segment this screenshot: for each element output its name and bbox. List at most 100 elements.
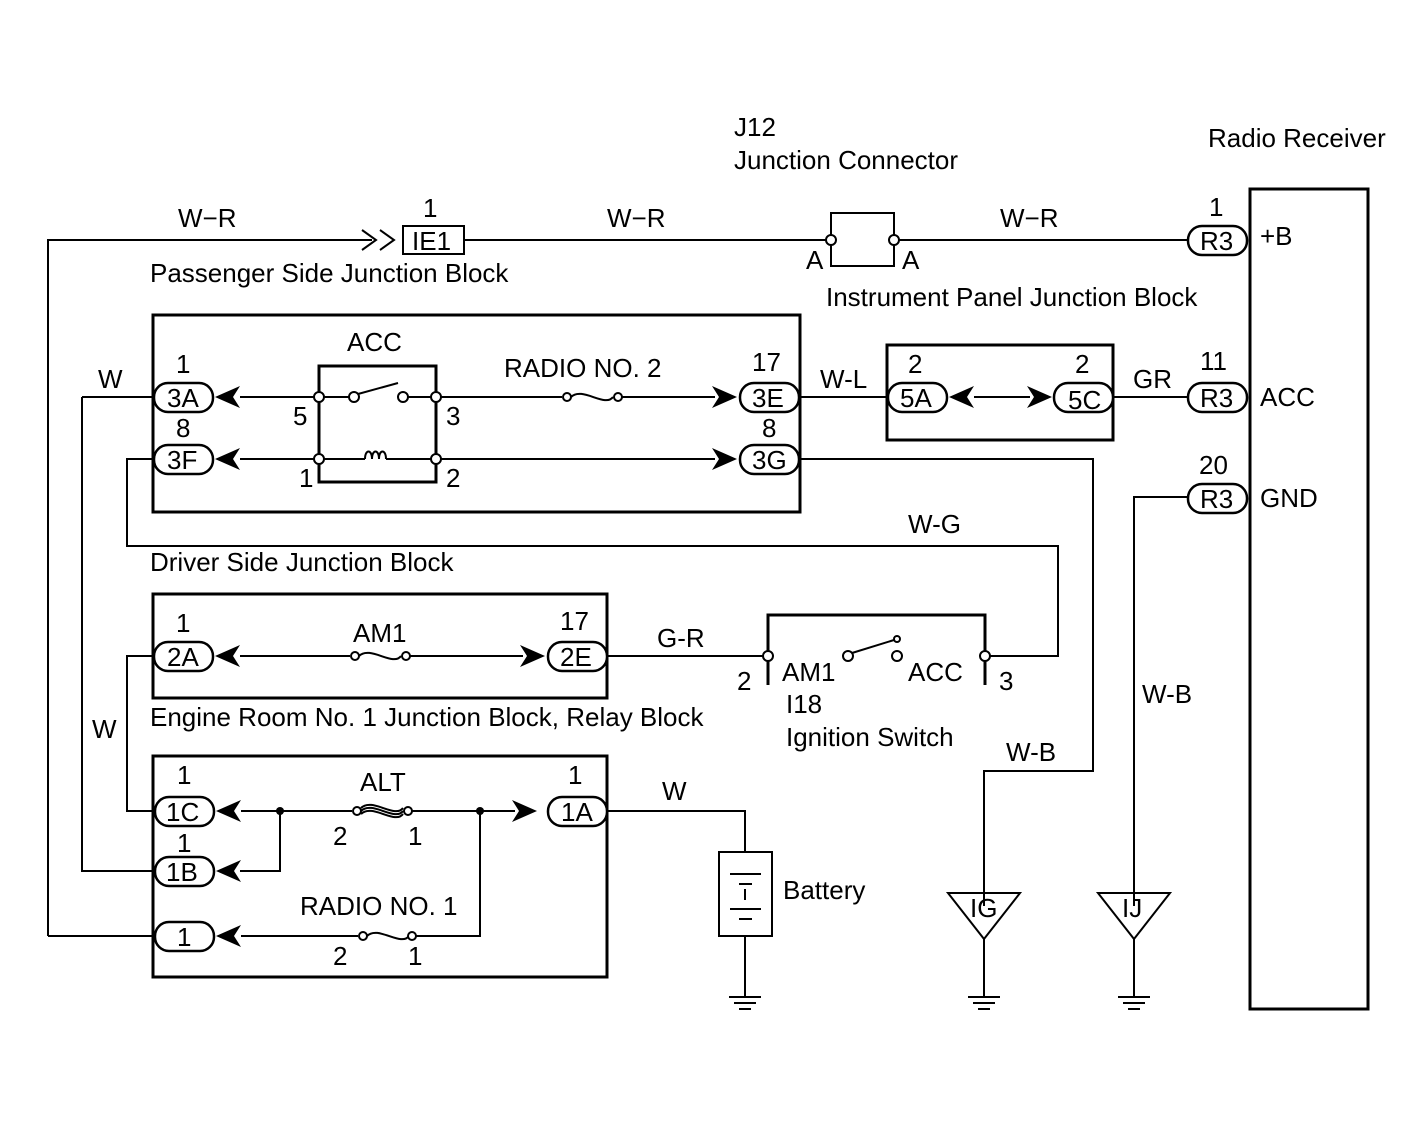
connector-2e-label: 2E bbox=[560, 642, 592, 672]
passenger-junction-block: W 3A 1 ACC 5 3 RADIO NO. 2 3E 17 3F 8 bbox=[81, 313, 1094, 906]
connector-3f-label: 3F bbox=[167, 445, 197, 475]
connector-1c-label: 1C bbox=[166, 797, 199, 827]
r3-pin11-number: 11 bbox=[1200, 346, 1227, 376]
wire-color-g-r: G-R bbox=[657, 623, 705, 653]
wire-color-w-1: W bbox=[98, 364, 123, 394]
connector-2a bbox=[152, 640, 215, 673]
connector-1 bbox=[153, 920, 216, 953]
r3-pin20-number: 20 bbox=[1199, 450, 1228, 480]
alt-fuse-label: ALT bbox=[360, 767, 406, 797]
connector-3a bbox=[152, 381, 215, 414]
radio-receiver-label: Radio Receiver bbox=[1208, 123, 1386, 153]
ignition-name: Ignition Switch bbox=[786, 722, 954, 752]
connector-3e bbox=[738, 381, 801, 414]
ground-ij-label: IJ bbox=[1122, 893, 1142, 923]
ignition-switch: AM1 ACC 2 3 bbox=[737, 613, 1013, 696]
driver-jb-label: Driver Side Junction Block bbox=[150, 547, 454, 577]
relay-pin-3: 3 bbox=[446, 401, 460, 431]
wire-color-w-2: W bbox=[92, 714, 117, 744]
wire-color-gr: GR bbox=[1133, 364, 1172, 394]
engine-jb-label: Engine Room No. 1 Junction Block, Relay … bbox=[150, 702, 704, 732]
pin-5c-number: 2 bbox=[1075, 349, 1089, 379]
gnd-circuit: R3 20 W-B W-B bbox=[1006, 450, 1249, 906]
connector-2a-label: 2A bbox=[167, 642, 199, 672]
connector-3g-label: 3G bbox=[752, 445, 787, 475]
alt-pin-2: 2 bbox=[333, 821, 347, 851]
wire-color-w-3: W bbox=[662, 776, 687, 806]
acc-relay-label: ACC bbox=[347, 327, 402, 357]
r3-pin1-number: 1 bbox=[1209, 192, 1223, 222]
ignition-code: I18 bbox=[786, 689, 822, 719]
pin-3e-number: 17 bbox=[752, 347, 781, 377]
r3-pin20-label: R3 bbox=[1200, 484, 1233, 514]
pin-2e-number: 17 bbox=[560, 606, 589, 636]
terminal-gnd: GND bbox=[1260, 483, 1318, 513]
j12-pin-a-left: A bbox=[806, 245, 824, 275]
wire-color-wl: W-L bbox=[820, 364, 867, 394]
connector-5c-label: 5C bbox=[1068, 385, 1101, 415]
r3-pin11-label: R3 bbox=[1200, 383, 1233, 413]
lower-fuse-block: 1C 1 ALT 2 1 1A 1 1B 1 1 RADIO NO. 1 bbox=[48, 754, 609, 979]
j12-connector bbox=[830, 212, 895, 267]
j12-name: Junction Connector bbox=[734, 145, 958, 175]
battery-label: Battery bbox=[783, 875, 865, 905]
instrument-panel-junction-block: W-L 5A 2 5C 2 GR R3 11 bbox=[800, 343, 1249, 442]
r3-pin11-connector bbox=[1186, 381, 1249, 414]
wire-color-wg: W-G bbox=[908, 509, 961, 539]
pin-3a-number: 1 bbox=[176, 349, 190, 379]
wire-color-wr-1: W−R bbox=[178, 203, 237, 233]
connector-3g bbox=[738, 443, 801, 476]
am1-fuse-label: AM1 bbox=[353, 618, 406, 648]
relay-pin-5: 5 bbox=[293, 401, 307, 431]
r3-pin1-connector bbox=[1186, 224, 1249, 257]
connector-3a-label: 3A bbox=[167, 383, 199, 413]
connector-5a bbox=[886, 381, 949, 414]
connector-1-label: 1 bbox=[177, 922, 191, 952]
j12-code: J12 bbox=[734, 112, 776, 142]
r3-pin1-label: R3 bbox=[1200, 226, 1233, 256]
pin-5a-number: 2 bbox=[908, 349, 922, 379]
j12-pin-a-right: A bbox=[902, 245, 920, 275]
wire-color-wr-3: W−R bbox=[1000, 203, 1059, 233]
ign-pin-3: 3 bbox=[999, 666, 1013, 696]
pin-1b-number: 1 bbox=[177, 828, 191, 858]
connector-3e-label: 3E bbox=[752, 383, 784, 413]
passenger-jb-label: Passenger Side Junction Block bbox=[150, 258, 509, 288]
connector-1a-label: 1A bbox=[561, 797, 593, 827]
pin-3f-number: 8 bbox=[176, 413, 190, 443]
ie1-pin: 1 bbox=[423, 193, 437, 223]
ign-pin-2: 2 bbox=[737, 666, 751, 696]
wr-circuit: IE1 1 A A W−R W−R W−R R3 1 bbox=[47, 192, 1249, 936]
wire-color-wr-2: W−R bbox=[607, 203, 666, 233]
ign-acc-label: ACC bbox=[908, 657, 963, 687]
radio2-fuse-label: RADIO NO. 2 bbox=[504, 353, 661, 383]
battery: W bbox=[607, 776, 773, 1010]
radio1-pin-1: 1 bbox=[408, 941, 422, 971]
terminal-plus-b: +B bbox=[1260, 221, 1293, 251]
wire-color-wb-1: W-B bbox=[1142, 679, 1192, 709]
ground-ij: IJ bbox=[1095, 892, 1173, 1010]
ie1-label: IE1 bbox=[412, 226, 451, 256]
pin-2a-number: 1 bbox=[176, 608, 190, 638]
pin-1c-number: 1 bbox=[177, 760, 191, 790]
connector-1c bbox=[153, 795, 216, 828]
acc-relay-box bbox=[317, 364, 438, 484]
connector-1b-label: 1B bbox=[166, 857, 198, 887]
wire-color-wb-2: W-B bbox=[1006, 737, 1056, 767]
radio1-fuse-label: RADIO NO. 1 bbox=[300, 891, 457, 921]
radio-receiver-box bbox=[1248, 187, 1370, 1011]
terminal-acc: ACC bbox=[1260, 382, 1315, 412]
engine-room-junction-block: W 2A 1 AM1 2E 17 G-R bbox=[92, 592, 768, 812]
connector-5a-label: 5A bbox=[900, 383, 932, 413]
r3-pin20-connector bbox=[1186, 482, 1249, 515]
pin-1a-number: 1 bbox=[568, 760, 582, 790]
ign-am1-label: AM1 bbox=[782, 657, 835, 687]
instrument-jb-label: Instrument Panel Junction Block bbox=[826, 282, 1198, 312]
connector-1b bbox=[153, 855, 216, 888]
ground-ig: IG bbox=[945, 892, 1023, 1010]
pin-3g-number: 8 bbox=[762, 413, 776, 443]
alt-pin-1: 1 bbox=[408, 821, 422, 851]
ground-ig-label: IG bbox=[970, 893, 997, 923]
relay-pin-2: 2 bbox=[446, 463, 460, 493]
